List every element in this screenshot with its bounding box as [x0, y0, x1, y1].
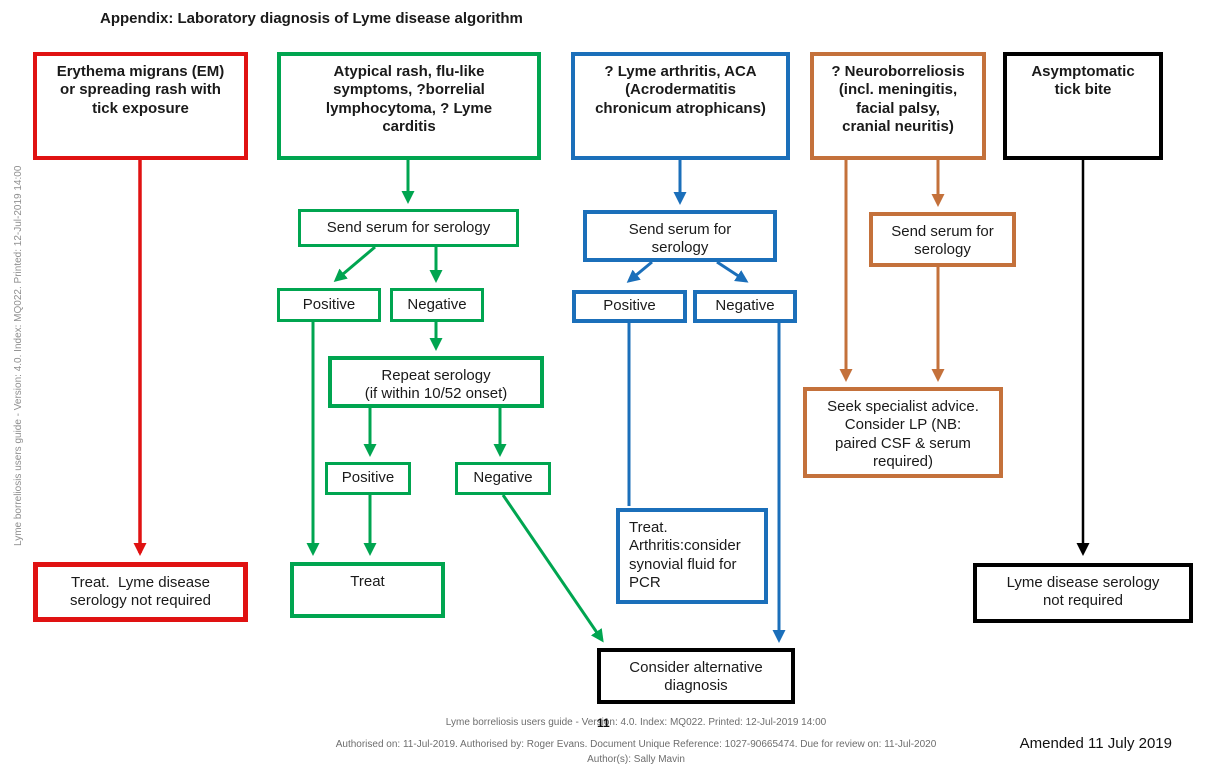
node-label: Negative	[407, 295, 467, 313]
footer-line-1: Lyme borreliosis users guide - Version: …	[445, 717, 827, 728]
node-label: Send serum for serology	[326, 218, 491, 236]
node-label: Positive	[302, 295, 356, 313]
node-label: Treat. Lyme disease serology not require…	[70, 574, 211, 610]
node-label: Negative	[715, 297, 775, 315]
node-atypical-rash: Atypical rash, flu-like symptoms, ?borre…	[277, 52, 541, 160]
node-treat-serology-not-required: Treat. Lyme disease serology not require…	[33, 562, 248, 622]
node-positive-green-2: Positive	[325, 462, 411, 495]
node-label: Consider alternative diagnosis	[629, 659, 763, 695]
node-label: ? Neuroborreliosis (incl. meningitis, fa…	[831, 63, 965, 135]
node-treat-arthritis: Treat. Arthritis:consider synovial fluid…	[616, 508, 768, 604]
node-negative-blue: Negative	[693, 290, 797, 323]
node-label: Erythema migrans (EM) or spreading rash …	[56, 63, 225, 117]
node-label: Lyme disease serology not required	[1006, 574, 1160, 610]
node-label: Asymptomatic tick bite	[1031, 63, 1135, 99]
node-label: Send serum for serology	[891, 223, 994, 259]
node-neuroborreliosis: ? Neuroborreliosis (incl. meningitis, fa…	[810, 52, 986, 160]
node-send-serum-green: Send serum for serology	[298, 209, 519, 247]
node-asymptomatic-tick-bite: Asymptomatic tick bite	[1003, 52, 1163, 160]
node-label: Atypical rash, flu-like symptoms, ?borre…	[325, 63, 493, 135]
node-label: Negative	[473, 469, 533, 487]
node-consider-alternative-diagnosis: Consider alternative diagnosis	[597, 648, 795, 704]
node-positive-blue: Positive	[572, 290, 687, 323]
footer-page-number: 11	[597, 716, 610, 730]
page-title: Appendix: Laboratory diagnosis of Lyme d…	[100, 10, 523, 27]
node-label: ? Lyme arthritis, ACA (Acrodermatitis ch…	[595, 63, 766, 117]
node-erythema-migrans: Erythema migrans (EM) or spreading rash …	[33, 52, 248, 160]
node-send-serum-blue: Send serum for serology	[583, 210, 777, 262]
footer-line-3: Author(s): Sally Mavin	[587, 754, 685, 765]
node-seek-specialist-advice: Seek specialist advice. Consider LP (NB:…	[803, 387, 1003, 478]
node-positive-green-1: Positive	[277, 288, 381, 322]
node-label: Treat. Arthritis:consider synovial fluid…	[629, 519, 741, 591]
footer-line-2: Authorised on: 11-Jul-2019. Authorised b…	[335, 739, 937, 750]
node-send-serum-orange: Send serum for serology	[869, 212, 1016, 267]
node-repeat-serology: Repeat serology (if within 10/52 onset)	[328, 356, 544, 408]
node-treat-green: Treat	[290, 562, 445, 618]
node-negative-green-2: Negative	[455, 462, 551, 495]
node-negative-green-1: Negative	[390, 288, 484, 322]
node-label: Seek specialist advice. Consider LP (NB:…	[827, 398, 979, 470]
node-label: Send serum for serology	[628, 221, 732, 257]
amended-date-note: Amended 11 July 2019	[1019, 735, 1172, 752]
node-label: Treat	[350, 573, 385, 590]
node-label: Positive	[341, 469, 395, 487]
node-serology-not-required: Lyme disease serology not required	[973, 563, 1193, 623]
node-label: Repeat serology (if within 10/52 onset)	[364, 367, 508, 403]
node-lyme-arthritis: ? Lyme arthritis, ACA (Acrodermatitis ch…	[571, 52, 790, 160]
node-label: Positive	[603, 297, 656, 315]
